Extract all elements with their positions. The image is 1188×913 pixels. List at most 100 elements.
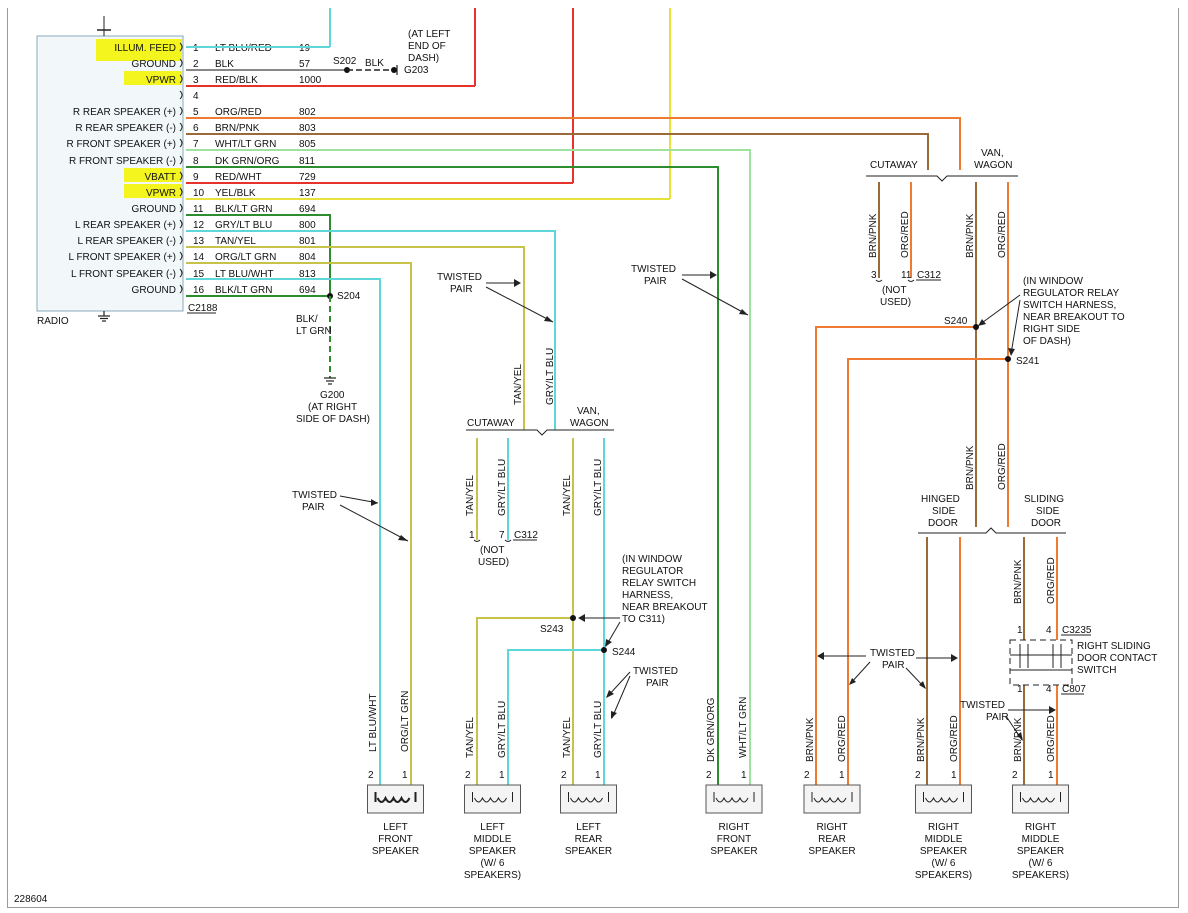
- svg-text:WHT/LT GRN: WHT/LT GRN: [738, 697, 749, 758]
- svg-text:GRY/LT BLU: GRY/LT BLU: [497, 701, 508, 758]
- svg-text:1: 1: [1017, 625, 1023, 636]
- svg-text:C3235: C3235: [1062, 625, 1092, 636]
- top-wire-stubs: [329, 8, 671, 199]
- svg-text:ORG/RED: ORG/RED: [997, 211, 1008, 258]
- svg-text:ORG/RED: ORG/RED: [1046, 715, 1057, 762]
- pin-circuit: 729: [299, 172, 316, 183]
- speaker-name: LEFT: [480, 822, 504, 833]
- svg-text:SWITCH HARNESS,: SWITCH HARNESS,: [1023, 300, 1116, 311]
- pin-circuit: 813: [299, 269, 316, 280]
- pin-number: 14: [193, 252, 205, 263]
- pin-circuit: 803: [299, 123, 316, 134]
- svg-text:GRY/LT BLU: GRY/LT BLU: [593, 459, 604, 516]
- pin-terminal: [179, 155, 183, 165]
- svg-text:ORG/RED: ORG/RED: [837, 715, 848, 762]
- svg-text:WAGON: WAGON: [974, 160, 1013, 171]
- top-strip: [0, 0, 1188, 8]
- svg-text:BRN/PNK: BRN/PNK: [868, 213, 879, 258]
- pin-label: R FRONT SPEAKER (-): [69, 156, 176, 167]
- pin-highlight: [96, 39, 182, 61]
- speaker-name: (W/ 6: [932, 858, 956, 869]
- svg-text:TWISTED: TWISTED: [631, 264, 676, 275]
- pin-wire-color: ORG/LT GRN: [215, 252, 276, 263]
- svg-text:1: 1: [469, 530, 475, 541]
- svg-text:S241: S241: [1016, 356, 1040, 367]
- pin-label: VPWR: [146, 75, 176, 86]
- svg-text:3: 3: [871, 270, 877, 281]
- speaker-pin-2: 2: [706, 770, 712, 781]
- svg-text:BLK: BLK: [365, 58, 384, 69]
- pin-number: 10: [193, 188, 205, 199]
- pin-terminal: [179, 268, 183, 278]
- svg-text:VAN,: VAN,: [577, 406, 600, 417]
- svg-text:END OF: END OF: [408, 41, 446, 52]
- svg-text:GRY/LT BLU: GRY/LT BLU: [545, 348, 556, 405]
- speaker-coil: [472, 792, 513, 803]
- pin-highlights: [96, 39, 182, 198]
- speaker-name: SPEAKER: [469, 846, 516, 857]
- pin-terminal: [179, 219, 183, 229]
- pin-label: VPWR: [146, 188, 176, 199]
- speaker-name: RIGHT: [718, 822, 749, 833]
- pin-circuit: 694: [299, 285, 316, 296]
- pin-terminal: [179, 251, 183, 261]
- svg-text:TWISTED: TWISTED: [870, 648, 915, 659]
- speaker-body: [367, 784, 424, 814]
- pin-wire-color: RED/WHT: [215, 172, 262, 183]
- svg-text:BRN/PNK: BRN/PNK: [805, 717, 816, 762]
- svg-text:USED): USED): [478, 557, 509, 568]
- speaker-name: REAR: [575, 834, 603, 845]
- pin-terminal: [179, 58, 183, 68]
- svg-text:4: 4: [1046, 625, 1052, 636]
- pin-number: 3: [193, 75, 199, 86]
- svg-text:S204: S204: [337, 291, 361, 302]
- pin-circuit: 800: [299, 220, 316, 231]
- pin-circuit: 694: [299, 204, 316, 215]
- pin-number: 11: [193, 204, 204, 215]
- svg-text:ORG/RED: ORG/RED: [900, 211, 911, 258]
- svg-text:GRY/LT BLU: GRY/LT BLU: [593, 701, 604, 758]
- svg-text:NEAR BREAKOUT: NEAR BREAKOUT: [622, 602, 708, 613]
- pin-number: 6: [193, 123, 199, 134]
- pin-highlight: [124, 71, 182, 85]
- speaker-coil: [923, 792, 964, 803]
- svg-text:PAIR: PAIR: [644, 276, 667, 287]
- pin-number: 15: [193, 269, 205, 280]
- pin-wire-color: BLK/LT GRN: [215, 285, 272, 296]
- speaker-name: SPEAKER: [565, 846, 612, 857]
- svg-text:PAIR: PAIR: [882, 660, 905, 671]
- speaker-pin-2: 2: [465, 770, 471, 781]
- pin-circuit: 805: [299, 139, 316, 150]
- pin-circuit: 804: [299, 252, 316, 263]
- speaker-pin-1: 1: [741, 770, 747, 781]
- speaker-pin-2: 2: [804, 770, 810, 781]
- svg-text:TAN/YEL: TAN/YEL: [513, 364, 524, 405]
- speaker-body: [705, 784, 763, 814]
- speaker-name: SPEAKER: [808, 846, 855, 857]
- svg-text:7: 7: [499, 530, 505, 541]
- pin-highlight: [124, 184, 182, 198]
- svg-text:HARNESS,: HARNESS,: [622, 590, 673, 601]
- pin-terminal: [179, 284, 183, 294]
- pin-wire-color: BLK: [215, 59, 234, 70]
- svg-text:SWITCH: SWITCH: [1077, 665, 1116, 676]
- svg-text:S243: S243: [540, 624, 564, 635]
- s202-splice: S202 BLK G203 (AT LEFT END OF DASH): [333, 29, 450, 76]
- pin-label: GROUND: [132, 204, 176, 215]
- pin-wire-color: BLK/LT GRN: [215, 204, 272, 215]
- svg-text:REGULATOR RELAY: REGULATOR RELAY: [1023, 288, 1119, 299]
- left-rear-labels: TAN/YEL GRY/LT BLU TWISTED PAIR CUTAWAY …: [437, 272, 708, 758]
- speaker-pin-2: 2: [368, 770, 374, 781]
- svg-text:ORG/RED: ORG/RED: [949, 715, 960, 762]
- svg-text:WAGON: WAGON: [570, 418, 609, 429]
- svg-text:PAIR: PAIR: [302, 502, 325, 513]
- svg-text:ORG/LT GRN: ORG/LT GRN: [400, 691, 411, 752]
- pin-label: L FRONT SPEAKER (-): [71, 269, 176, 280]
- svg-text:DASH): DASH): [408, 53, 439, 64]
- pin-terminal: [179, 203, 183, 213]
- svg-text:SIDE: SIDE: [1036, 506, 1060, 517]
- pin-wire-color: GRY/LT BLU: [215, 220, 272, 231]
- svg-text:GRY/LT BLU: GRY/LT BLU: [497, 459, 508, 516]
